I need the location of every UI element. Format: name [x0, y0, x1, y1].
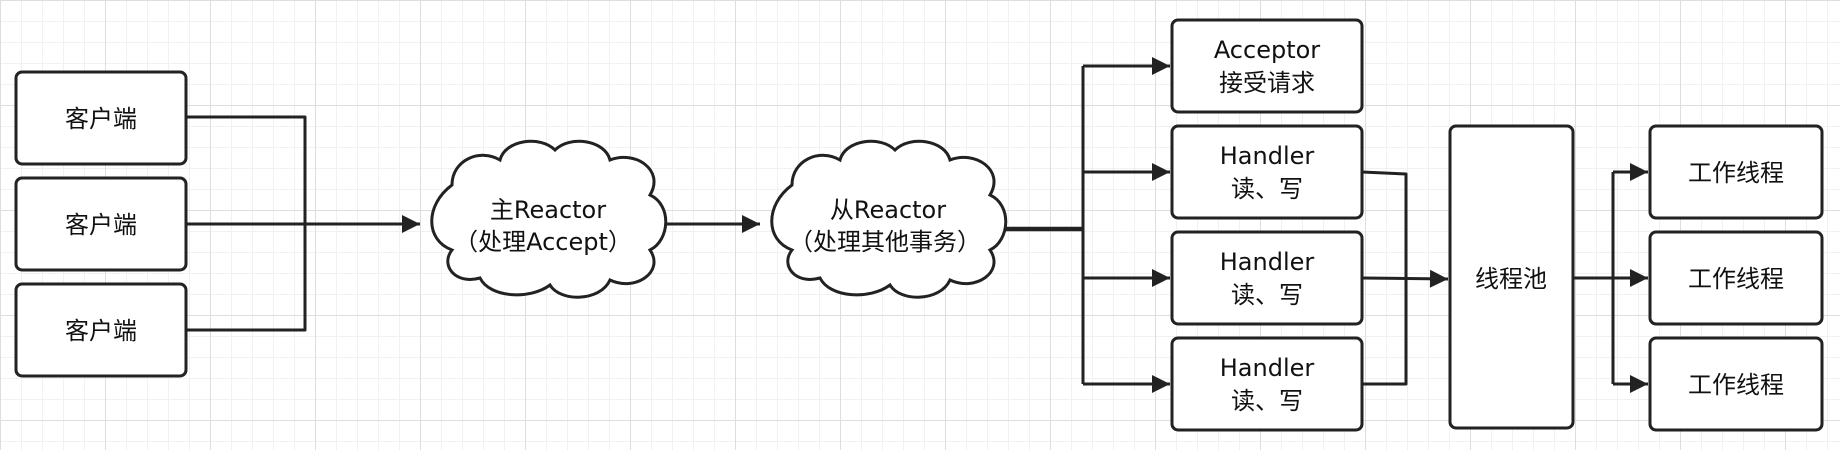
- sub-reactor-cloud: 从Reactor （处理其他事务）: [770, 139, 1008, 299]
- main-reactor-cloud: 主Reactor （处理Accept）: [430, 139, 668, 299]
- client-node-1-label: 客户端: [65, 105, 137, 133]
- sub-reactor-subtitle: （处理其他事务）: [789, 228, 981, 256]
- main-reactor-subtitle: （处理Accept）: [454, 228, 632, 256]
- sub-reactor-title: 从Reactor: [830, 196, 946, 224]
- handler-node-1: Handler 读、写: [1170, 124, 1364, 220]
- client-node-3: 客户端: [14, 282, 188, 378]
- thread-pool-node: 线程池: [1448, 124, 1575, 430]
- client-node-2: 客户端: [14, 176, 188, 272]
- edges: [186, 57, 1648, 393]
- handler-node-1-title: Handler: [1220, 142, 1315, 170]
- edge-handler-2-to-thread-pool: [1361, 269, 1449, 288]
- handler-node-2-title: Handler: [1220, 248, 1315, 276]
- worker-node-1-label: 工作线程: [1688, 159, 1784, 187]
- handler-node-3: Handler 读、写: [1170, 336, 1364, 432]
- client-node-2-label: 客户端: [65, 211, 137, 239]
- edge-thread-pool-to-workers: [1573, 172, 1615, 280]
- acceptor-title: Acceptor: [1214, 36, 1320, 64]
- handler-node-2-subtitle: 读、写: [1231, 281, 1303, 309]
- handler-node-2: Handler 读、写: [1170, 230, 1364, 326]
- worker-node-3-label: 工作线程: [1688, 371, 1784, 399]
- acceptor-node: Acceptor 接受请求: [1170, 18, 1364, 114]
- worker-node-1: 工作线程: [1648, 124, 1824, 220]
- handler-node-3-subtitle: 读、写: [1231, 387, 1303, 415]
- main-reactor-title: 主Reactor: [490, 196, 606, 224]
- thread-pool-label: 线程池: [1475, 265, 1547, 293]
- worker-node-3: 工作线程: [1648, 336, 1824, 432]
- client-node-3-label: 客户端: [65, 317, 137, 345]
- acceptor-subtitle: 接受请求: [1219, 69, 1315, 97]
- client-node-1: 客户端: [14, 70, 188, 166]
- handler-node-3-title: Handler: [1220, 354, 1315, 382]
- worker-node-2: 工作线程: [1648, 230, 1824, 326]
- handler-node-1-subtitle: 读、写: [1231, 175, 1303, 203]
- worker-node-2-label: 工作线程: [1688, 265, 1784, 293]
